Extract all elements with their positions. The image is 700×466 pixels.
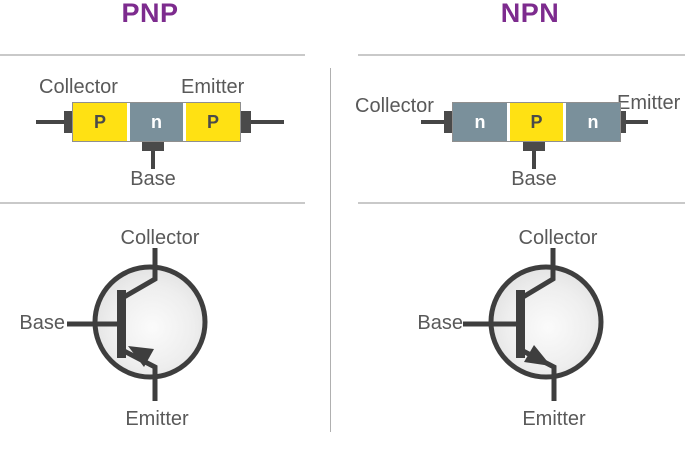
pnp-base-lead-wire — [151, 151, 155, 169]
pnp-symbol-emitter-label: Emitter — [125, 408, 189, 430]
npn-semiconductor-blocks: n P n — [452, 102, 621, 142]
pnp-base-lead-stub — [142, 142, 164, 151]
pnp-symbol-base-bar — [117, 290, 126, 358]
npn-collector-lead-stub — [444, 111, 455, 133]
npn-region-n1: n — [453, 103, 507, 141]
npn-transistor-symbol — [463, 248, 604, 401]
pnp-block-base-label: Base — [130, 168, 176, 190]
pnp-region-p1: P — [73, 103, 127, 141]
pnp-symbol-collector-label: Collector — [120, 227, 200, 249]
npn-region-n2: n — [566, 103, 620, 141]
npn-region-p: P — [510, 103, 563, 141]
npn-symbol-base-label: Base — [417, 312, 463, 334]
pnp-region-n: n — [130, 103, 183, 141]
pnp-emitter-lead-stub — [240, 111, 251, 133]
pnp-region-p2: P — [186, 103, 240, 141]
npn-collector-lead-wire — [421, 120, 447, 124]
rule-right-middle — [358, 202, 685, 204]
npn-title: NPN — [500, 0, 560, 28]
npn-block-collector-label: Collector — [355, 95, 434, 117]
npn-symbol-base-bar — [516, 290, 525, 358]
npn-symbol-collector-wire — [521, 248, 556, 300]
pnp-transistor-symbol — [67, 248, 208, 401]
npn-block-base-label: Base — [511, 168, 557, 190]
rule-left-middle — [0, 202, 305, 204]
pnp-symbol-collector-wire — [122, 248, 158, 300]
pnp-collector-lead-stub — [64, 111, 75, 133]
npn-block-emitter-label: Emitter — [617, 92, 681, 114]
pnp-title: PNP — [121, 0, 179, 28]
pnp-symbol-emitter-arrow — [128, 346, 154, 367]
rule-right-top — [358, 54, 685, 56]
pnp-symbol-base-label: Base — [19, 312, 65, 334]
rule-left-top — [0, 54, 305, 56]
npn-symbol-emitter-arrow — [524, 345, 551, 366]
pnp-block-emitter-label: Emitter — [181, 76, 245, 98]
column-divider — [330, 68, 331, 432]
pnp-block-collector-label: Collector — [39, 76, 118, 98]
pnp-semiconductor-blocks: P n P — [72, 102, 241, 142]
pnp-symbol-emitter-wire — [122, 348, 158, 401]
npn-base-lead-wire — [532, 151, 536, 169]
pnp-collector-lead-wire — [36, 120, 66, 124]
npn-symbol-emitter-label: Emitter — [522, 408, 586, 430]
pnp-emitter-lead-wire — [251, 120, 284, 124]
npn-emitter-lead-wire — [626, 120, 648, 124]
npn-symbol-collector-label: Collector — [518, 227, 598, 249]
npn-base-lead-stub — [523, 142, 545, 151]
